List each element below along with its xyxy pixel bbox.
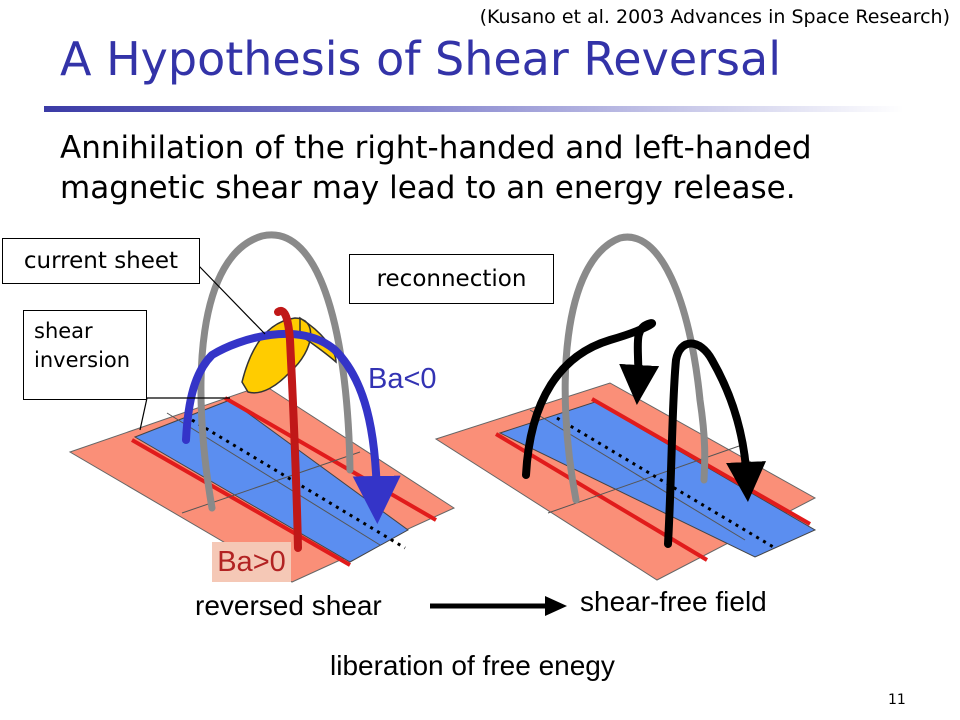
title-underline — [44, 106, 904, 112]
transition-arrowhead — [545, 596, 567, 616]
slide-title: A Hypothesis of Shear Reversal — [60, 32, 781, 86]
left-neutral-line-1 — [131, 438, 351, 567]
subtitle-line-1: Annihilation of the right-handed and lef… — [60, 130, 812, 166]
citation: (Kusano et al. 2003 Advances in Space Re… — [479, 6, 950, 28]
shear-inversion-label: shear inversion — [23, 310, 147, 400]
shear-inversion-line-1: shear — [34, 319, 93, 343]
current-sheet-pointer — [197, 264, 266, 335]
right-dotted-line — [556, 416, 776, 550]
right-neutral-line-2 — [591, 397, 811, 526]
left-red-loop — [274, 307, 302, 552]
shear-free-field-caption: shear-free field — [580, 586, 767, 617]
shear-inversion-pointer-v — [139, 397, 148, 431]
liberation-caption: liberation of free enegy — [330, 650, 615, 681]
left-neutral-line-2 — [223, 396, 438, 522]
right-plane — [434, 382, 817, 581]
ba-negative-label: Ba<0 — [368, 363, 437, 395]
slide-subtitle: Annihilation of the right-handed and lef… — [60, 128, 940, 208]
current-sheet-label: current sheet — [2, 238, 200, 284]
right-black-loop-2 — [664, 339, 767, 548]
right-black-loop-1 — [522, 319, 660, 479]
reversed-shear-caption: reversed shear — [195, 590, 382, 621]
left-dotted-inversion-line — [191, 418, 406, 550]
subtitle-line-2: magnetic shear may lead to an energy rel… — [60, 170, 796, 206]
page-number: 11 — [888, 692, 906, 708]
ba-positive-label: Ba>0 — [212, 542, 291, 582]
shear-inversion-line-2: inversion — [34, 348, 131, 372]
reconnection-label: reconnection — [349, 254, 554, 304]
